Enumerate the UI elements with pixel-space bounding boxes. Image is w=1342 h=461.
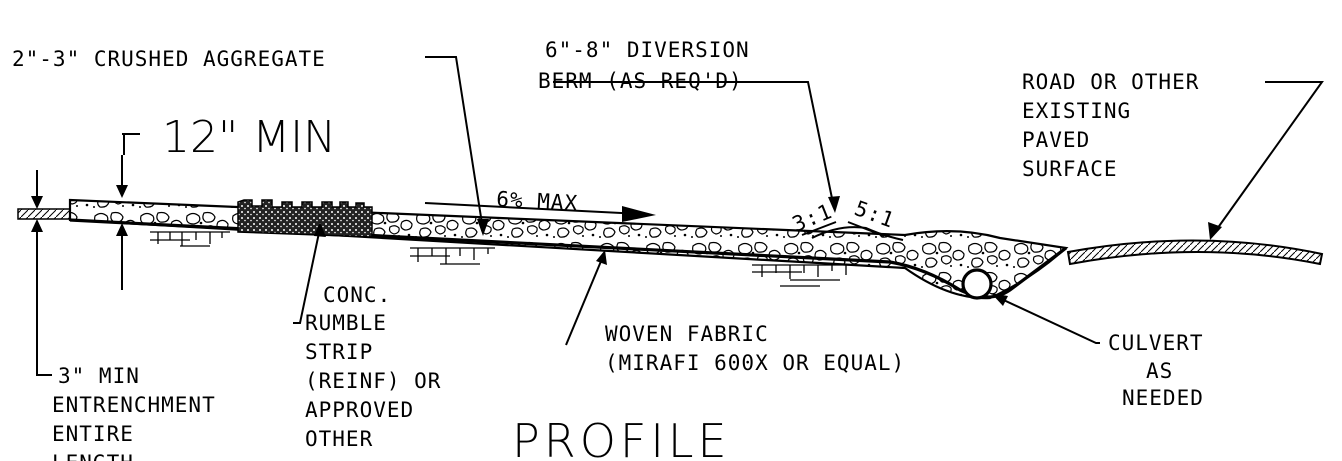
rumble-label-line1: CONC.: [323, 283, 391, 307]
berm-label-line1: 6"-8" DIVERSION: [545, 38, 750, 62]
culvert-label-line1: CULVERT: [1108, 331, 1204, 355]
aggregate-label: 2"-3" CRUSHED AGGREGATE: [12, 47, 326, 71]
culvert-pipe: [961, 268, 993, 300]
rumble-label-line2: RUMBLE: [305, 311, 387, 335]
entrenchment-dimension: [31, 170, 52, 376]
existing-ground-left: [17, 208, 71, 220]
thickness-label: 12" MIN: [162, 112, 336, 163]
entrench-label-line1: 3" MIN: [58, 364, 140, 388]
subgrade-symbols: [150, 231, 857, 287]
slope-label: 6% MAX: [496, 187, 579, 215]
leader-lines: [293, 56, 1324, 346]
entrench-label-line2: ENTRENCHMENT: [52, 393, 216, 417]
road-label-line3: PAVED: [1022, 128, 1090, 152]
culvert-label-line2: AS: [1146, 359, 1173, 383]
fabric-label-line2: (MIRAFI 600X OR EQUAL): [605, 351, 905, 375]
culvert-label-line3: NEEDED: [1122, 386, 1204, 410]
existing-paved-road: [1066, 239, 1324, 266]
road-label-line1: ROAD OR OTHER: [1022, 70, 1199, 94]
road-label-line4: SURFACE: [1022, 157, 1118, 181]
thickness-dimension: [116, 133, 140, 290]
entrench-label-line4: LENGTH: [52, 451, 134, 461]
rumble-label-line4: (REINF) OR: [305, 369, 441, 393]
berm-label-line2: BERM (AS REQ'D): [538, 69, 743, 93]
fabric-label-line1: WOVEN FABRIC: [605, 322, 769, 346]
berm-slope-marks: [801, 221, 885, 237]
rumble-strip: [237, 199, 373, 238]
rumble-label-line3: STRIP: [305, 340, 373, 364]
road-label-line2: EXISTING: [1022, 99, 1131, 123]
slope-arrow: [424, 202, 656, 222]
diagram-title: PROFILE: [512, 414, 731, 461]
rumble-label-line6: OTHER: [305, 427, 373, 451]
entrench-label-line3: ENTIRE: [52, 422, 134, 446]
rumble-label-line5: APPROVED: [305, 398, 414, 422]
